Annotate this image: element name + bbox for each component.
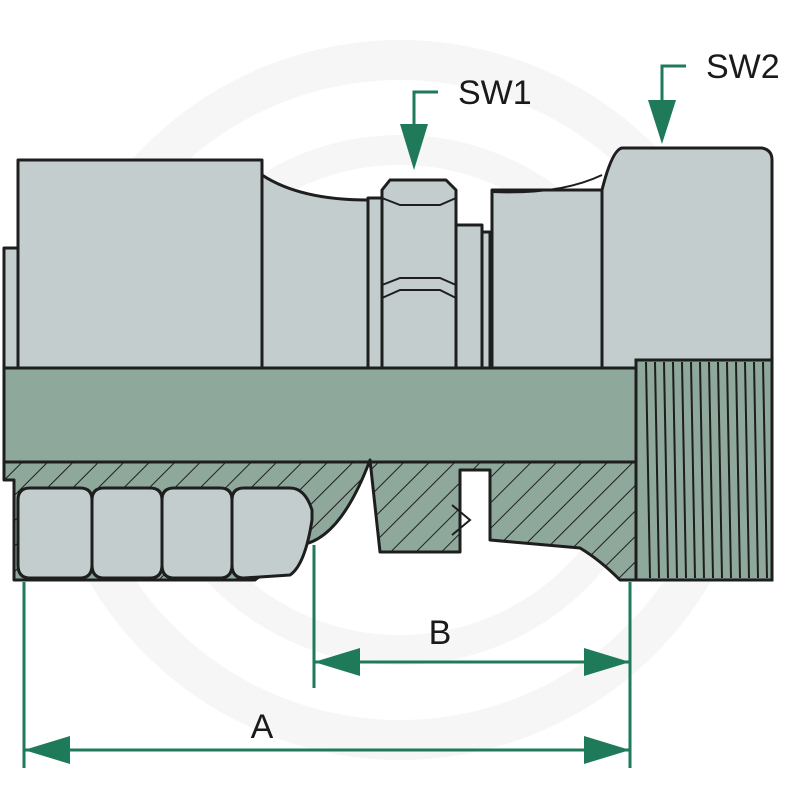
right-body [490, 146, 774, 370]
thread-line [645, 361, 651, 579]
dim-b-label: B [429, 614, 452, 652]
thread-line [726, 361, 732, 579]
thread-line [717, 361, 723, 579]
sw2-marker: SW2 [648, 48, 780, 144]
hose-segments [16, 486, 314, 580]
thread-section [634, 358, 774, 582]
dim-a-label: A [251, 708, 274, 746]
thread-line [744, 361, 750, 579]
sw1-nut [366, 178, 492, 370]
thread-line [672, 361, 678, 579]
sw2-label: SW2 [706, 48, 780, 86]
sw1-label: SW1 [458, 74, 532, 112]
bore [2, 366, 642, 464]
section-lower [2, 458, 642, 582]
thread-line [762, 361, 768, 579]
thread-line [690, 361, 696, 579]
thread-line [663, 361, 669, 579]
extension-lines [22, 545, 632, 768]
thread-line [708, 361, 714, 579]
sw1-marker: SW1 [400, 74, 532, 170]
left-body [2, 158, 370, 370]
thread-line [654, 361, 660, 579]
dimension-b: B [314, 614, 630, 676]
thread-line [753, 361, 759, 579]
thread-line [681, 361, 687, 579]
dimension-a: A [24, 708, 630, 764]
thread-line [735, 361, 741, 579]
thread-line [699, 361, 705, 579]
